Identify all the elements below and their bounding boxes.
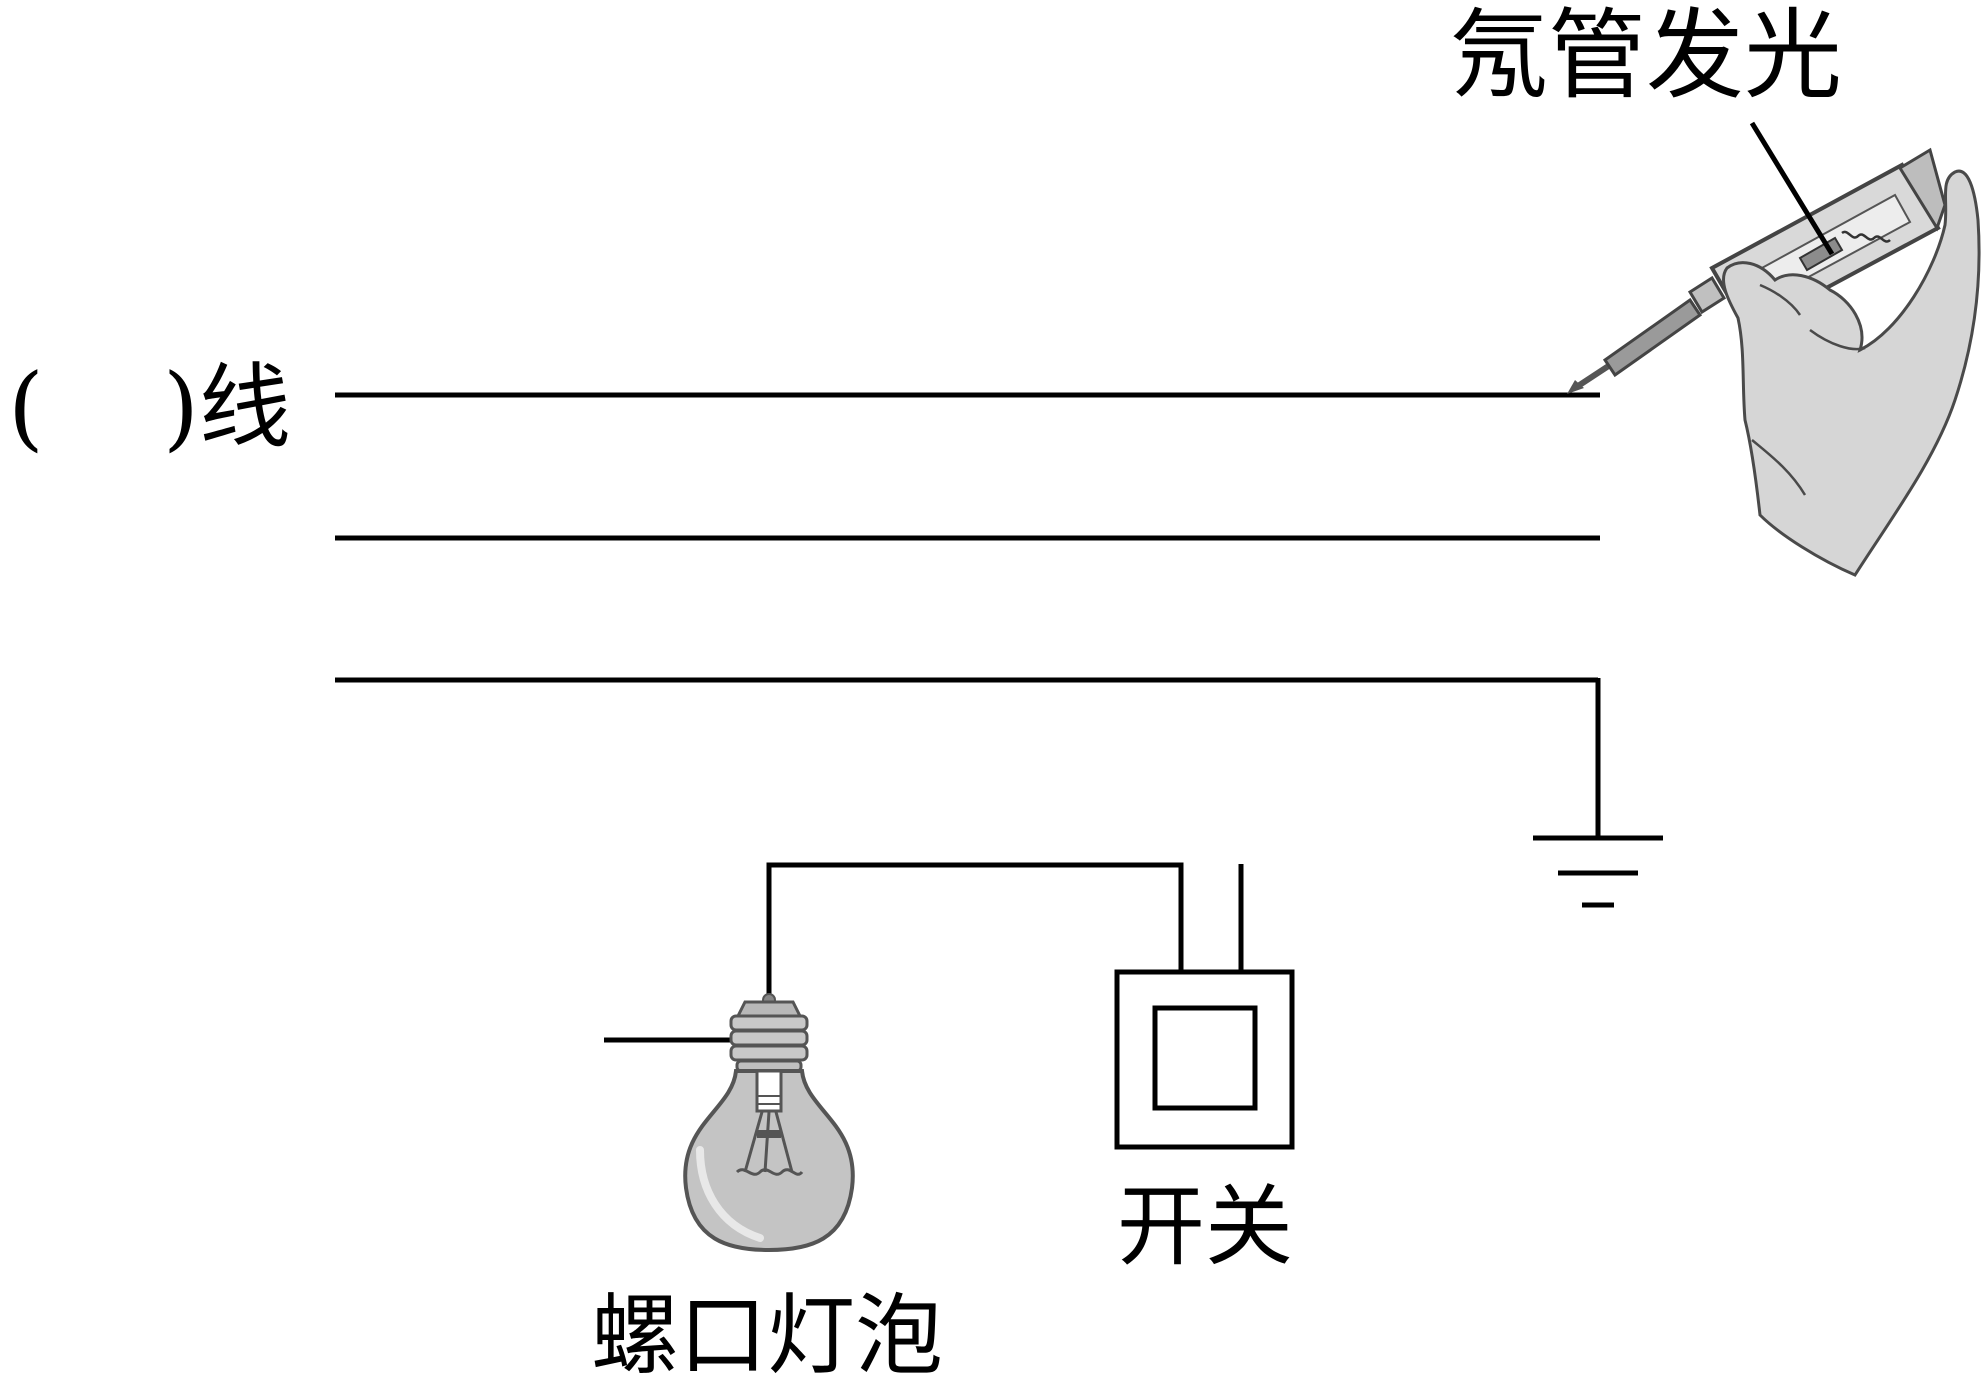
ground-symbol-icon <box>1533 678 1663 908</box>
switch-label: 开关 <box>1117 1175 1294 1278</box>
wire-bulb-switch <box>766 862 1184 1002</box>
switch-icon[interactable] <box>1114 969 1295 1150</box>
line-label-paren-close: )线 <box>163 354 291 461</box>
line-label-paren-open: ( <box>8 354 44 461</box>
hand-icon <box>1722 169 1981 577</box>
neon-label: 氖管发光 <box>1450 0 1843 113</box>
light-bulb-icon <box>683 993 855 1253</box>
neon-leader-line <box>1749 121 1835 256</box>
bulb-label: 螺口灯泡 <box>591 1284 944 1387</box>
